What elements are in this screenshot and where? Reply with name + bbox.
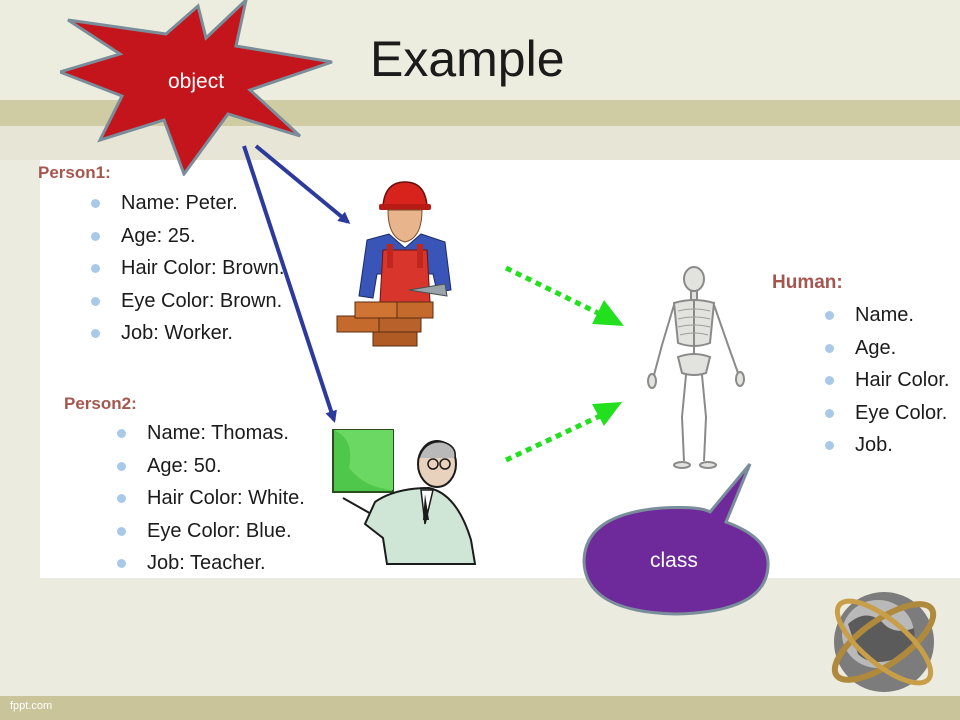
- object-arrow-to-worker: [254, 144, 351, 224]
- human-list: Name. Age. Hair Color. Eye Color. Job.: [825, 299, 960, 462]
- list-item: Age: 25.: [91, 220, 284, 253]
- list-item: Eye Color: Blue.: [117, 515, 305, 548]
- list-item: Hair Color: Brown.: [91, 252, 284, 285]
- person2-list: Name: Thomas. Age: 50. Hair Color: White…: [117, 417, 305, 580]
- list-item: Job: Teacher.: [117, 547, 305, 580]
- list-item: Job.: [825, 429, 960, 462]
- class-callout-bubble: [582, 463, 770, 616]
- class-arrow-head: [592, 300, 624, 326]
- globe-icon: [831, 592, 937, 692]
- list-item: Name: Thomas.: [117, 417, 305, 450]
- list-item: Name.: [825, 299, 960, 332]
- list-item: Eye Color.: [825, 397, 960, 430]
- list-item: Hair Color.: [825, 364, 960, 397]
- class-arrows: [504, 265, 624, 463]
- object-arrow-to-teacher: [242, 145, 337, 423]
- slide-title: Example: [370, 31, 565, 87]
- class-arrow-head: [592, 402, 622, 426]
- object-arrows: [242, 144, 351, 423]
- slide-footer-band: [0, 696, 960, 720]
- content-panel: [40, 160, 960, 578]
- footer-brand: fppt.com: [10, 700, 53, 712]
- person1-list: Name: Peter. Age: 25. Hair Color: Brown.…: [91, 187, 284, 350]
- class-callout-label: class: [650, 549, 698, 572]
- skeleton-illustration: [647, 266, 745, 469]
- list-item: Age.: [825, 332, 960, 365]
- list-item: Name: Peter.: [91, 187, 284, 220]
- object-callout-label: object: [168, 70, 225, 93]
- list-item: Hair Color: White.: [117, 482, 305, 515]
- slide-header-underband: [0, 126, 960, 160]
- teacher-illustration: [332, 429, 477, 565]
- human-label: Human:: [772, 272, 843, 293]
- slide-bottom-band: [0, 578, 960, 696]
- object-callout-star: [60, 0, 333, 176]
- list-item: Eye Color: Brown.: [91, 285, 284, 318]
- person1-label: Person1:: [38, 163, 111, 182]
- person2-label: Person2:: [64, 394, 137, 413]
- class-arrow-from-worker: [504, 265, 602, 317]
- list-item: Age: 50.: [117, 450, 305, 483]
- list-item: Job: Worker.: [91, 317, 284, 350]
- class-arrow-from-teacher: [504, 413, 602, 463]
- worker-illustration: [336, 181, 452, 347]
